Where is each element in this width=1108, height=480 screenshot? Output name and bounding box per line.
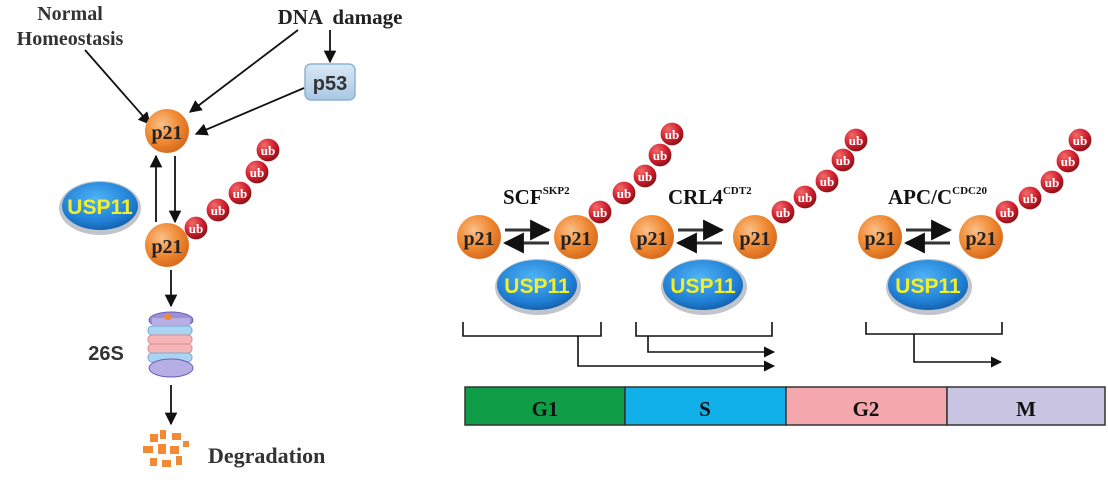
ubiquitin-label: ub — [1023, 191, 1037, 206]
ubiquitin-label: ub — [211, 203, 225, 218]
arrow-homeostasis-to-p21 — [84, 49, 151, 125]
usp11-apc: USP11 — [886, 259, 972, 315]
phase-s — [624, 386, 787, 426]
usp11-left: USP11 — [59, 181, 141, 235]
p21-label: p21 — [463, 228, 494, 250]
ubiquitin-bead — [1017, 185, 1043, 211]
ubiquitin-label: ub — [1073, 133, 1087, 148]
normal-homeostasis-label-line2: Homeostasis — [17, 28, 124, 50]
ubiquitin-label: ub — [189, 221, 203, 236]
ubiquitin-bead — [1067, 127, 1093, 153]
p21-label: p21 — [864, 228, 895, 250]
p21-label: p21 — [965, 228, 996, 250]
ubiquitin-bead — [830, 147, 856, 173]
phase-g2 — [785, 386, 948, 426]
proteasome-icon — [147, 311, 194, 378]
phase-brackets — [462, 322, 1003, 372]
phase-m-label: M — [1016, 397, 1036, 421]
ubiquitin-bead — [227, 180, 253, 206]
ubiquitin-bead — [994, 199, 1020, 225]
ubiquitin-bead — [632, 163, 658, 189]
p21-free-apc: p21 — [858, 215, 902, 259]
phase-m — [946, 386, 1106, 426]
ubiquitin-bead — [792, 184, 818, 210]
ubiquitin-bead — [611, 180, 637, 206]
ubiquitin-label: ub — [1000, 205, 1014, 220]
p21-ubiquitinated-crl4: p21 — [733, 215, 777, 259]
ubiquitin-bead — [587, 199, 613, 225]
p21-free-crl4: p21 — [630, 215, 674, 259]
ubiquitin-bead — [647, 142, 673, 168]
ubiquitin-label: ub — [776, 205, 790, 220]
ubiquitin-bead — [770, 199, 796, 225]
p21-label: p21 — [560, 228, 591, 250]
usp11-label: USP11 — [504, 275, 570, 298]
cell-cycle-bar: G1 S G2 M — [464, 386, 1106, 426]
p21-free-scf: p21 — [457, 215, 501, 259]
p53-label: p53 — [313, 73, 347, 95]
ubiquitin-label: ub — [836, 153, 850, 168]
ubiquitin-label: ub — [261, 143, 275, 158]
ubiquitin-label: ub — [1061, 154, 1075, 169]
normal-homeostasis-label: Normal — [37, 3, 103, 25]
p53-node: p53 — [304, 63, 356, 101]
ubiquitin-bead — [183, 215, 209, 241]
ubiquitin-label: ub — [638, 169, 652, 184]
apc-ligase-label: APC/CCDC20 — [888, 185, 988, 209]
degradation-fragments-icon — [143, 430, 189, 467]
phase-g2-label: G2 — [853, 397, 880, 421]
ubiquitin-label: ub — [593, 205, 607, 220]
p21-free-left: p21 — [145, 109, 189, 153]
ubiquitin-label: ub — [849, 133, 863, 148]
ubiquitin-label: ub — [233, 186, 247, 201]
degradation-label: Degradation — [208, 443, 325, 468]
ubiquitin-label: ub — [1045, 175, 1059, 190]
ubiquitin-label: ub — [250, 165, 264, 180]
dna-damage-label: DNA damage — [278, 5, 403, 29]
ubiquitin-bead — [1055, 148, 1081, 174]
p21-label: p21 — [739, 228, 770, 250]
arrow-p53-to-p21 — [194, 87, 305, 136]
scf-ligase-label: SCFSKP2 — [503, 185, 570, 209]
ubiquitin-label: ub — [820, 174, 834, 189]
ubiquitin-bead — [814, 168, 840, 194]
p21-ubiquitinated-apc: p21 — [959, 215, 1003, 259]
usp11-label: USP11 — [670, 275, 736, 298]
usp11-scf: USP11 — [495, 259, 581, 315]
proteasome-label: 26S — [88, 343, 124, 365]
ubiquitin-label: ub — [665, 127, 679, 142]
ubiquitin-bead — [843, 127, 869, 153]
ubiquitin-bead — [244, 159, 270, 185]
usp11-crl4: USP11 — [661, 259, 747, 315]
p21-label: p21 — [636, 228, 667, 250]
ubiquitin-bead — [659, 121, 685, 147]
usp11-label: USP11 — [895, 275, 961, 298]
p21-ubiquitinated-left: p21 — [145, 223, 189, 267]
phase-g1-label: G1 — [532, 397, 559, 421]
p21-ubiquitinated-scf: p21 — [554, 215, 598, 259]
usp11-label: USP11 — [67, 196, 133, 219]
ubiquitin-bead — [255, 137, 281, 163]
arrow-dna-to-p21 — [188, 29, 299, 113]
p21-label: p21 — [151, 236, 182, 258]
ubiquitin-bead — [1039, 169, 1065, 195]
p21-label: p21 — [151, 122, 182, 144]
crl4-ligase-label: CRL4CDT2 — [668, 185, 752, 209]
ubiquitin-bead — [205, 197, 231, 223]
ubiquitin-label: ub — [617, 186, 631, 201]
phase-s-label: S — [699, 397, 711, 421]
ubiquitin-label: ub — [798, 190, 812, 205]
ubiquitin-label: ub — [653, 148, 667, 163]
